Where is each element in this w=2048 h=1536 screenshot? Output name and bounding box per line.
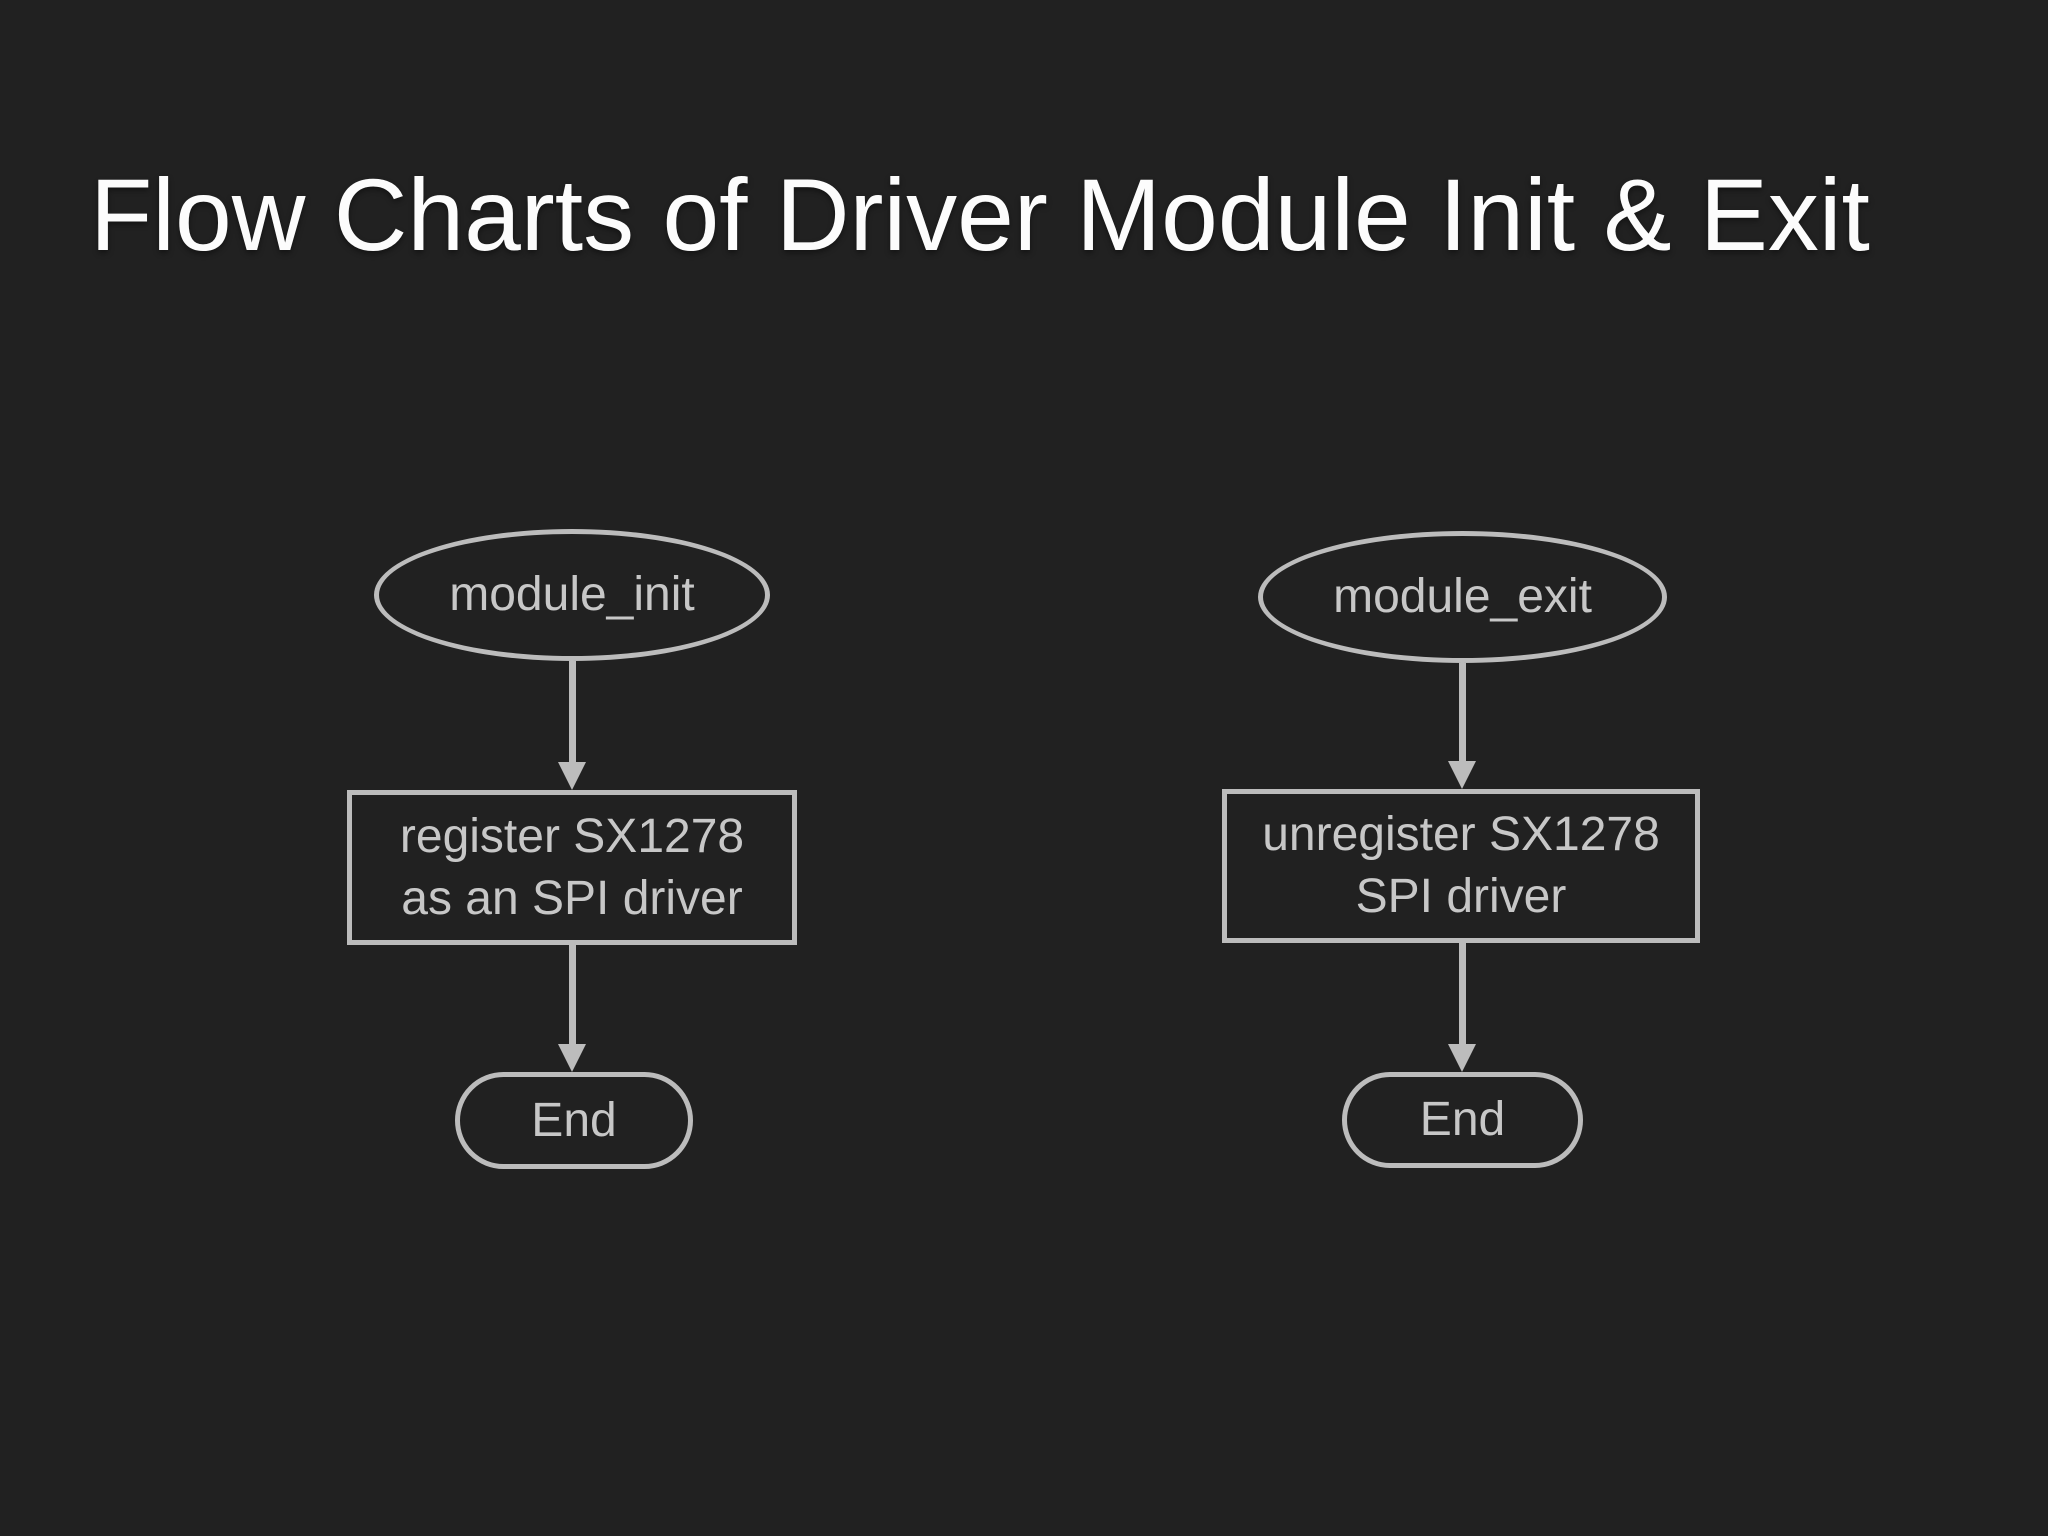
start-node-label: module_exit [1333,570,1592,623]
arrow-down-icon [558,945,586,1072]
process-node-label-line2: SPI driver [1355,870,1567,923]
arrow-down-icon [1448,943,1476,1072]
start-node-module-exit: module_exit [1258,531,1667,663]
arrowhead-icon [558,762,586,790]
process-node-register-spi-driver: register SX1278 as an SPI driver [347,790,797,945]
end-node: End [455,1072,693,1169]
end-node-label: End [531,1093,617,1147]
process-node-label-line2: as an SPI driver [401,871,743,925]
process-node-label-line1: unregister SX1278 [1262,808,1660,861]
page-title: Flow Charts of Driver Module Init & Exit [90,158,1870,272]
arrow-line [568,945,576,1044]
arrow-down-icon [1448,663,1476,789]
end-node: End [1342,1072,1583,1168]
arrowhead-icon [558,1044,586,1072]
start-node-label: module_init [449,568,695,621]
arrow-down-icon [558,661,586,790]
process-node-label-line1: register SX1278 [399,809,745,863]
end-node-label: End [1419,1093,1506,1146]
arrow-line [1458,943,1466,1044]
start-node-module-init: module_init [374,529,770,661]
arrowhead-icon [1448,1044,1476,1072]
arrow-line [568,661,576,762]
process-node-unregister-spi-driver: unregister SX1278 SPI driver [1222,789,1700,943]
arrow-line [1458,663,1466,761]
arrowhead-icon [1448,761,1476,789]
